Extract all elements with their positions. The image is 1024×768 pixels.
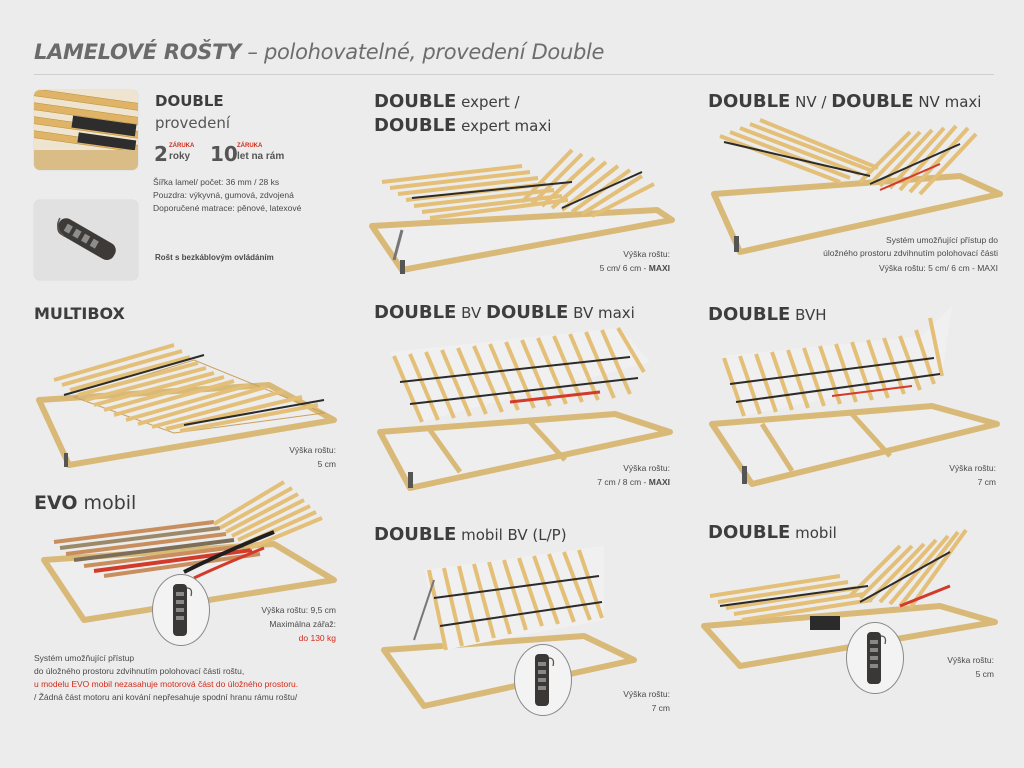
mobil-bed-illustration	[701, 528, 998, 669]
multibox-height-value: 5 cm	[317, 459, 336, 469]
bvh-heading: DOUBLE BVH	[708, 304, 827, 325]
double-subheading: provedení	[155, 114, 231, 132]
warranty-1-number: 2	[154, 142, 168, 166]
bv-height-value-maxi: MAXI	[648, 477, 670, 487]
nv-heading: DOUBLE NV / DOUBLE NV maxi	[708, 91, 981, 112]
warranty-1-label: roky	[169, 151, 191, 162]
bv-heading: DOUBLE BV DOUBLE BV maxi	[374, 302, 635, 323]
bvh-bed-illustration	[709, 306, 1000, 487]
expert-line1-bold: DOUBLE	[374, 91, 457, 112]
mobil-height-label: Výška roštu:	[947, 655, 994, 665]
evo-load-label: Maximálna zářaž:	[269, 619, 336, 629]
bv-p2-bold: DOUBLE	[486, 302, 569, 323]
page-title-rest: – polohovatelné, provedení Double	[241, 40, 605, 64]
expert-heading-line1: DOUBLE expert /	[374, 91, 520, 112]
evo-remote-icon	[173, 584, 193, 636]
title-divider	[34, 74, 994, 75]
bvh-height-label: Výška roštu:	[949, 463, 996, 473]
expert-height-value-cm: 5 cm/ 6 cm -	[599, 263, 649, 273]
page-title: LAMELOVÉ ROŠTY – polohovatelné, proveden…	[34, 40, 604, 64]
remote-control-photo	[34, 200, 138, 280]
nv-note-2: úložného prostoru zdvihnutím polohovací …	[823, 248, 998, 258]
slat-detail-illustration	[34, 90, 138, 170]
remote-control-illustration	[57, 217, 116, 260]
expert-height-label: Výška roštu:	[623, 249, 670, 259]
mobil-bv-rest: mobil BV (L/P)	[456, 526, 567, 544]
mobil-bv-remote-icon	[535, 654, 555, 706]
evo-note-1: Systém umožňující přístup	[34, 653, 135, 663]
spec-slat-width: Šířka lamel/ počet: 36 mm / 28 ks	[153, 177, 280, 187]
expert-bed-illustration	[369, 148, 675, 274]
nv-p1-bold: DOUBLE	[708, 91, 791, 112]
bv-p1-rest: BV	[456, 304, 486, 322]
spec-sleeves: Pouzdra: výkyvná, gumová, zdvojená	[153, 190, 294, 200]
nv-p1-rest: NV /	[790, 93, 832, 111]
nv-p2-rest: NV maxi	[913, 93, 982, 111]
bvh-bold: DOUBLE	[708, 304, 791, 325]
multibox-height-label: Výška roštu:	[289, 445, 336, 455]
mobil-bold: DOUBLE	[708, 522, 791, 543]
warranty-2-number: 10	[210, 142, 238, 166]
double-detail-photo	[34, 90, 138, 170]
expert-heading-line2: DOUBLE expert maxi	[374, 115, 551, 136]
mobil-bv-heading: DOUBLE mobil BV (L/P)	[374, 524, 567, 545]
bv-p2-rest: BV maxi	[568, 304, 635, 322]
remote-note: Rošt s bezkáblovým ovládáním	[155, 253, 274, 262]
nv-note-1: Systém umožňující přístup do	[886, 235, 998, 245]
evo-note-3: u modelu EVO mobil nezasahuje motorová č…	[34, 679, 299, 689]
bvh-rest: BVH	[790, 306, 827, 324]
evo-heading-bold: EVO	[34, 492, 78, 514]
mobil-remote-icon	[867, 632, 887, 684]
evo-heading-rest: mobil	[77, 492, 137, 514]
multibox-bed-illustration	[36, 343, 337, 468]
bv-height-value: 7 cm / 8 cm - MAXI	[540, 476, 670, 488]
expert-height-value-maxi: MAXI	[648, 263, 670, 273]
evo-height: Výška roštu: 9,5 cm	[261, 605, 336, 615]
mobil-height-value: 5 cm	[975, 669, 994, 679]
double-heading: DOUBLE	[155, 92, 224, 110]
bv-p1-bold: DOUBLE	[374, 302, 457, 323]
nv-p2-bold: DOUBLE	[831, 91, 914, 112]
multibox-heading: MULTIBOX	[34, 304, 125, 323]
evo-load-value: do 130 kg	[298, 633, 336, 643]
bv-bed-illustration	[377, 326, 673, 491]
nv-height: Výška roštu: 5 cm/ 6 cm - MAXI	[878, 263, 998, 273]
warranty-2-badge: ZÁRUKA	[237, 143, 263, 149]
bv-height-label: Výška roštu:	[623, 463, 670, 473]
warranty-10-years: 10 ZÁRUKA let na rám	[210, 142, 290, 168]
mobil-bv-bed-illustration	[381, 546, 637, 709]
evo-note-4: / Žádná část motoru ani kování nepřesahu…	[34, 692, 298, 702]
warranty-2-label: let na rám	[237, 151, 285, 162]
bv-height-value-cm: 7 cm / 8 cm -	[597, 477, 649, 487]
mobil-bv-height-label: Výška roštu:	[623, 689, 670, 699]
expert-height-value: 5 cm/ 6 cm - MAXI	[540, 262, 670, 274]
spec-mattress: Doporučené matrace: pěnové, latexové	[153, 203, 302, 213]
mobil-bv-height-value: 7 cm	[651, 703, 670, 713]
expert-line2-bold: DOUBLE	[374, 115, 457, 136]
warranty-2-years: 2 ZÁRUKA roky	[154, 142, 204, 168]
mobil-rest: mobil	[790, 524, 837, 542]
evo-heading: EVO mobil	[34, 492, 136, 514]
page-title-bold: LAMELOVÉ ROŠTY	[34, 40, 241, 64]
warranty-1-badge: ZÁRUKA	[169, 143, 195, 149]
expert-line1-rest: expert /	[456, 93, 520, 111]
evo-note-2: do úložného prostoru zdvihnutím polohova…	[34, 666, 245, 676]
mobil-heading: DOUBLE mobil	[708, 522, 837, 543]
expert-line2-rest: expert maxi	[456, 117, 552, 135]
mobil-bv-bold: DOUBLE	[374, 524, 457, 545]
bvh-height-value: 7 cm	[977, 477, 996, 487]
nv-bed-illustration	[711, 118, 1003, 255]
